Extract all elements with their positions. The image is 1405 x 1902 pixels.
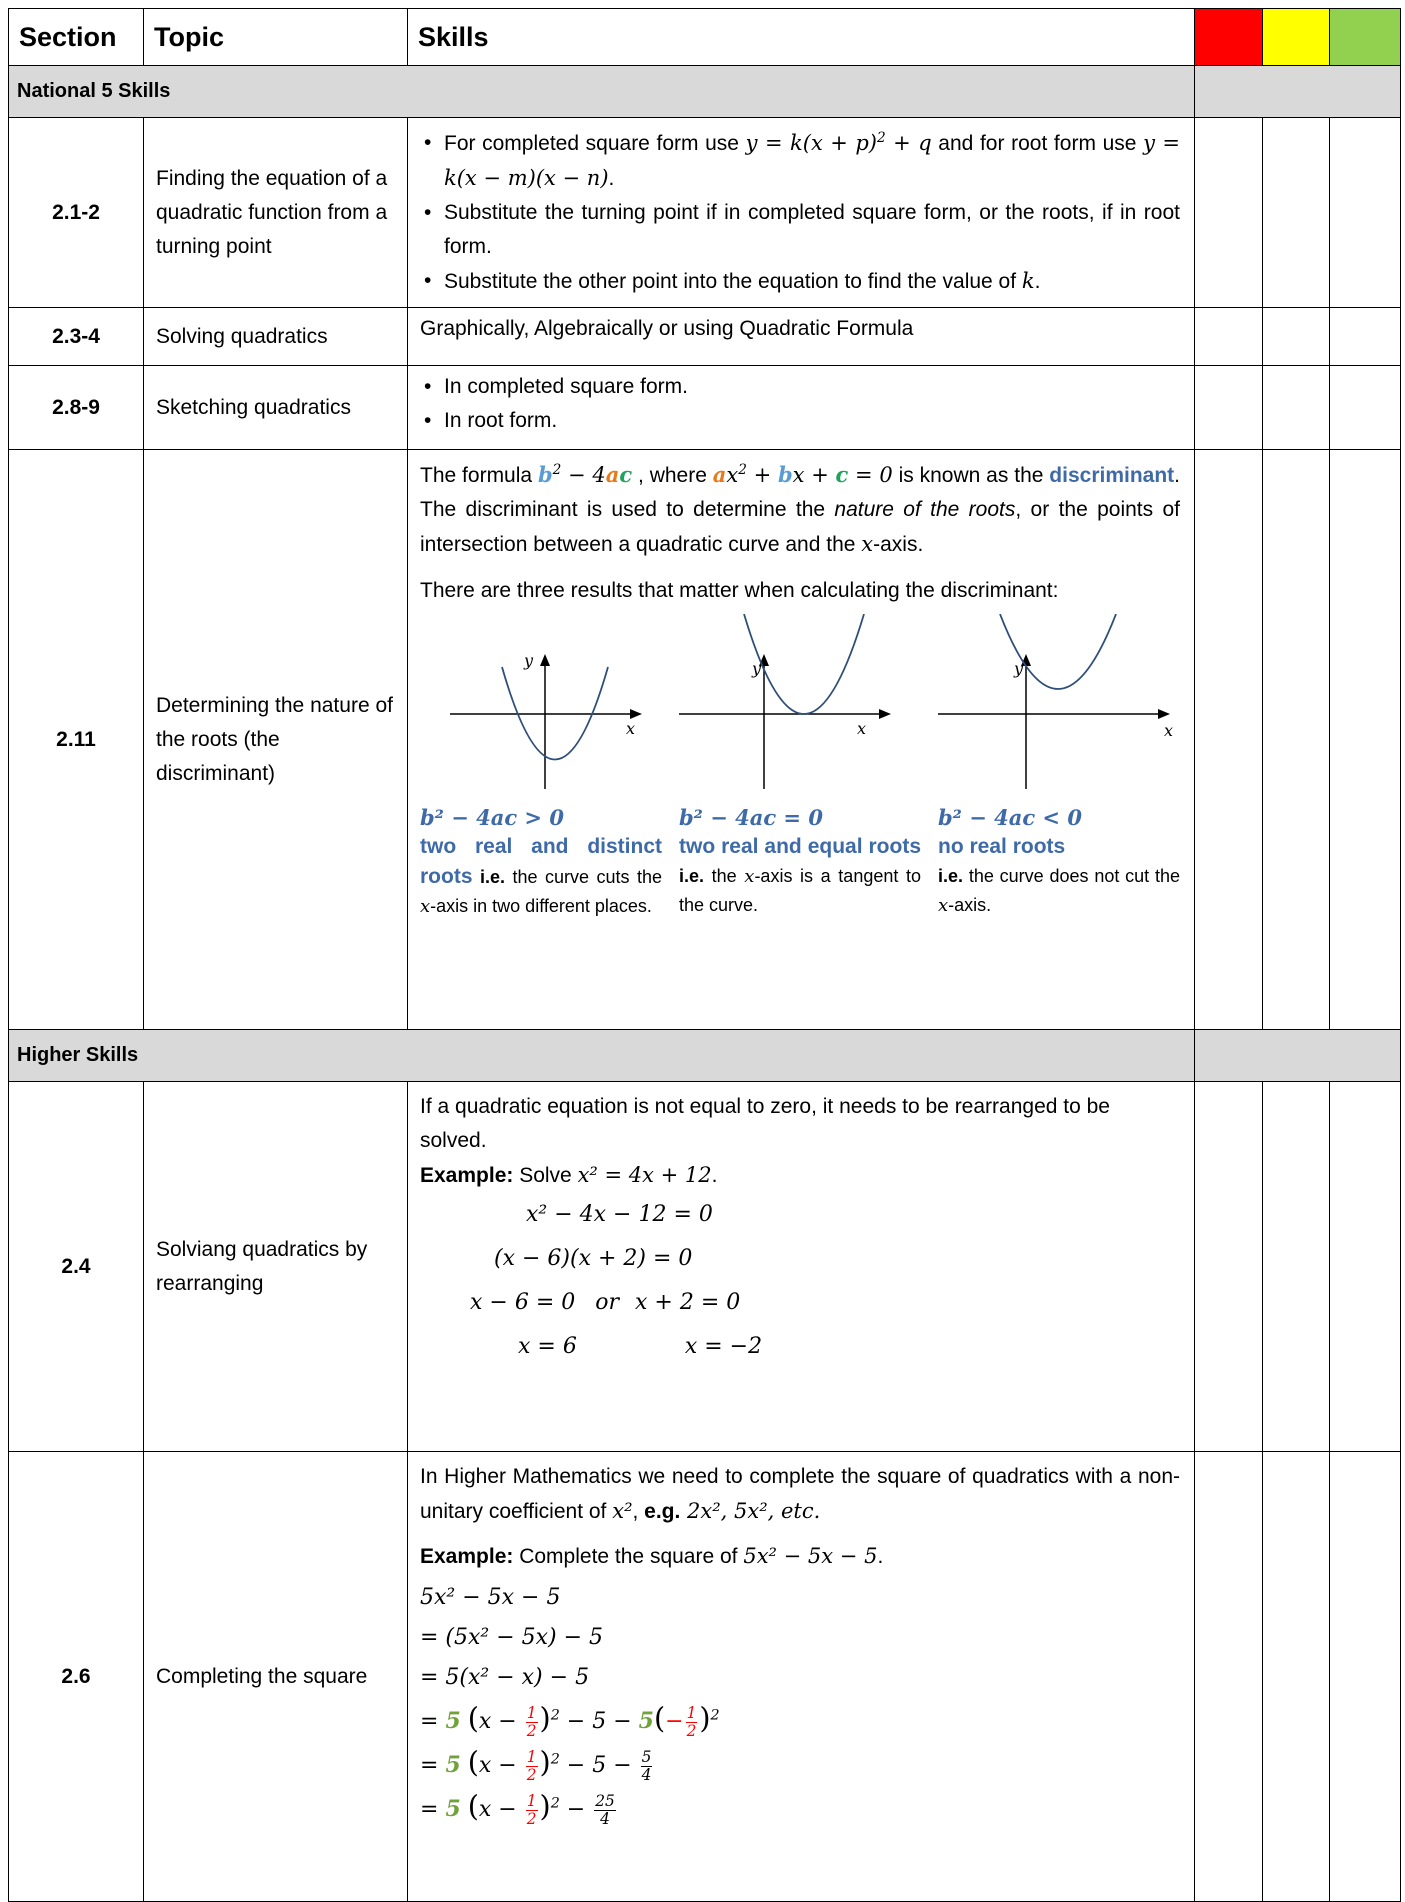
skills-table: Section Topic Skills National 5 Skills 2… (8, 8, 1401, 1902)
rag-amber-cell[interactable] (1262, 1081, 1330, 1452)
rag-amber-cell[interactable] (1262, 365, 1330, 450)
bullet-item: In root form. (420, 404, 1180, 438)
discriminant-results-intro: There are three results that matter when… (420, 579, 1059, 602)
rag-green-cell[interactable] (1329, 365, 1401, 450)
case-no-real-roots: y x b² − 4ac < 0 no real roots i.e. the … (938, 613, 1180, 921)
skills-table-sheet: Section Topic Skills National 5 Skills 2… (8, 8, 1401, 1902)
header-section: Section (8, 8, 144, 66)
rearrange-working: x² − 4x − 12 = 0 (x − 6)(x + 2) = 0 x − … (470, 1202, 763, 1359)
header-row: Section Topic Skills (8, 8, 1401, 66)
band-higher-label: Higher Skills (8, 1029, 1195, 1082)
case-two-distinct-roots: y x b² − 4ac > 0 two real and distinct r… (420, 614, 662, 921)
bullet-list: For completed square form use y = k(x + … (420, 126, 1180, 299)
svg-text:x: x (1164, 721, 1173, 740)
case-title: no real roots (938, 835, 1066, 858)
svg-text:x: x (626, 719, 635, 738)
graph-equal-roots: y x (679, 613, 891, 789)
rag-red-cell[interactable] (1194, 1451, 1263, 1902)
bullet-item: Substitute the turning point if in compl… (420, 196, 1180, 264)
svg-text:y: y (1013, 659, 1024, 678)
case-inequality: b² − 4ac < 0 (938, 805, 1082, 830)
row-2-1-2: 2.1-2 Finding the equation of a quadrati… (8, 117, 1401, 308)
rag-red-header (1194, 8, 1263, 66)
section-cell: 2.11 (8, 449, 144, 1030)
completing-square-example: Example: Complete the square of 5x² − 5x… (420, 1544, 884, 1568)
rag-green-cell[interactable] (1329, 1451, 1401, 1902)
band-higher: Higher Skills (8, 1029, 1401, 1082)
rag-red-cell[interactable] (1194, 1081, 1263, 1452)
completing-square-intro: In Higher Mathematics we need to complet… (420, 1465, 1180, 1523)
topic-cell: Finding the equation of a quadratic func… (143, 117, 408, 308)
row-2-8-9: 2.8-9 Sketching quadratics In completed … (8, 365, 1401, 450)
rag-red-cell[interactable] (1194, 307, 1263, 366)
graph-no-roots: y x (938, 613, 1173, 789)
discriminant-term: discriminant (1049, 464, 1175, 487)
rearrange-example: Example: Solve x² = 4x + 12. (420, 1163, 718, 1187)
rag-green-header (1329, 8, 1401, 66)
rag-red-cell[interactable] (1194, 117, 1263, 308)
section-cell: 2.6 (8, 1451, 144, 1902)
rag-green-cell[interactable] (1329, 307, 1401, 366)
case-inequality: b² − 4ac = 0 (679, 805, 823, 830)
discriminant-graphs: y x b² − 4ac > 0 two real and distinct r… (420, 613, 1180, 921)
band-higher-blank (1194, 1029, 1401, 1082)
case-title: two real and equal roots (679, 835, 921, 858)
completing-square-working: 5x² − 5x − 5 = (5x² − 5x) − 5 = 5(x² − x… (420, 1585, 720, 1828)
rag-amber-cell[interactable] (1262, 1451, 1330, 1902)
rag-amber-cell[interactable] (1262, 449, 1330, 1030)
topic-cell: Completing the square (143, 1451, 408, 1902)
topic-cell: Sketching quadratics (143, 365, 408, 450)
rag-red-cell[interactable] (1194, 365, 1263, 450)
case-inequality: b² − 4ac > 0 (420, 805, 564, 830)
band-national5-label: National 5 Skills (8, 65, 1195, 118)
header-topic: Topic (143, 8, 408, 66)
band-national5: National 5 Skills (8, 65, 1401, 118)
row-2-4: 2.4 Solviang quadratics by rearranging I… (8, 1081, 1401, 1452)
bullet-item: In completed square form. (420, 370, 1180, 404)
skills-cell: The formula b2 − 4ac , where ax2 + bx + … (407, 449, 1195, 1030)
skills-cell: For completed square form use y = k(x + … (407, 117, 1195, 308)
rag-green-cell[interactable] (1329, 449, 1401, 1030)
row-2-6: 2.6 Completing the square In Higher Math… (8, 1451, 1401, 1902)
row-2-3-4: 2.3-4 Solving quadratics Graphically, Al… (8, 307, 1401, 366)
band-national5-blank (1194, 65, 1401, 118)
bullet-list: In completed square form. In root form. (420, 370, 1180, 438)
discriminant-intro: The formula b2 − 4ac , where ax2 + bx + … (420, 462, 1181, 556)
bullet-item: Substitute the other point into the equa… (420, 264, 1180, 299)
skills-cell: Graphically, Algebraically or using Quad… (407, 307, 1195, 366)
section-cell: 2.8-9 (8, 365, 144, 450)
row-2-11: 2.11 Determining the nature of the roots… (8, 449, 1401, 1030)
header-skills: Skills (407, 8, 1195, 66)
rag-green-cell[interactable] (1329, 1081, 1401, 1452)
skills-cell: If a quadratic equation is not equal to … (407, 1081, 1195, 1452)
skills-cell: In Higher Mathematics we need to complet… (407, 1451, 1195, 1902)
svg-text:y: y (523, 651, 534, 670)
section-cell: 2.3-4 (8, 307, 144, 366)
case-title: two real and distinct roots (420, 835, 662, 888)
rearrange-intro: If a quadratic equation is not equal to … (420, 1095, 1110, 1152)
section-cell: 2.4 (8, 1081, 144, 1452)
rag-amber-cell[interactable] (1262, 307, 1330, 366)
topic-cell: Solving quadratics (143, 307, 408, 366)
svg-text:y: y (751, 659, 762, 678)
rag-green-cell[interactable] (1329, 117, 1401, 308)
svg-text:x: x (857, 719, 866, 738)
rag-amber-cell[interactable] (1262, 117, 1330, 308)
rag-amber-header (1262, 8, 1330, 66)
rag-red-cell[interactable] (1194, 449, 1263, 1030)
graph-two-roots: y x (450, 651, 642, 789)
section-cell: 2.1-2 (8, 117, 144, 308)
skills-cell: In completed square form. In root form. (407, 365, 1195, 450)
case-equal-roots: y x b² − 4ac = 0 two real and equal root… (679, 613, 921, 921)
bullet-item: For completed square form use y = k(x + … (420, 126, 1180, 196)
topic-cell: Determining the nature of the roots (the… (143, 449, 408, 1030)
topic-cell: Solviang quadratics by rearranging (143, 1081, 408, 1452)
